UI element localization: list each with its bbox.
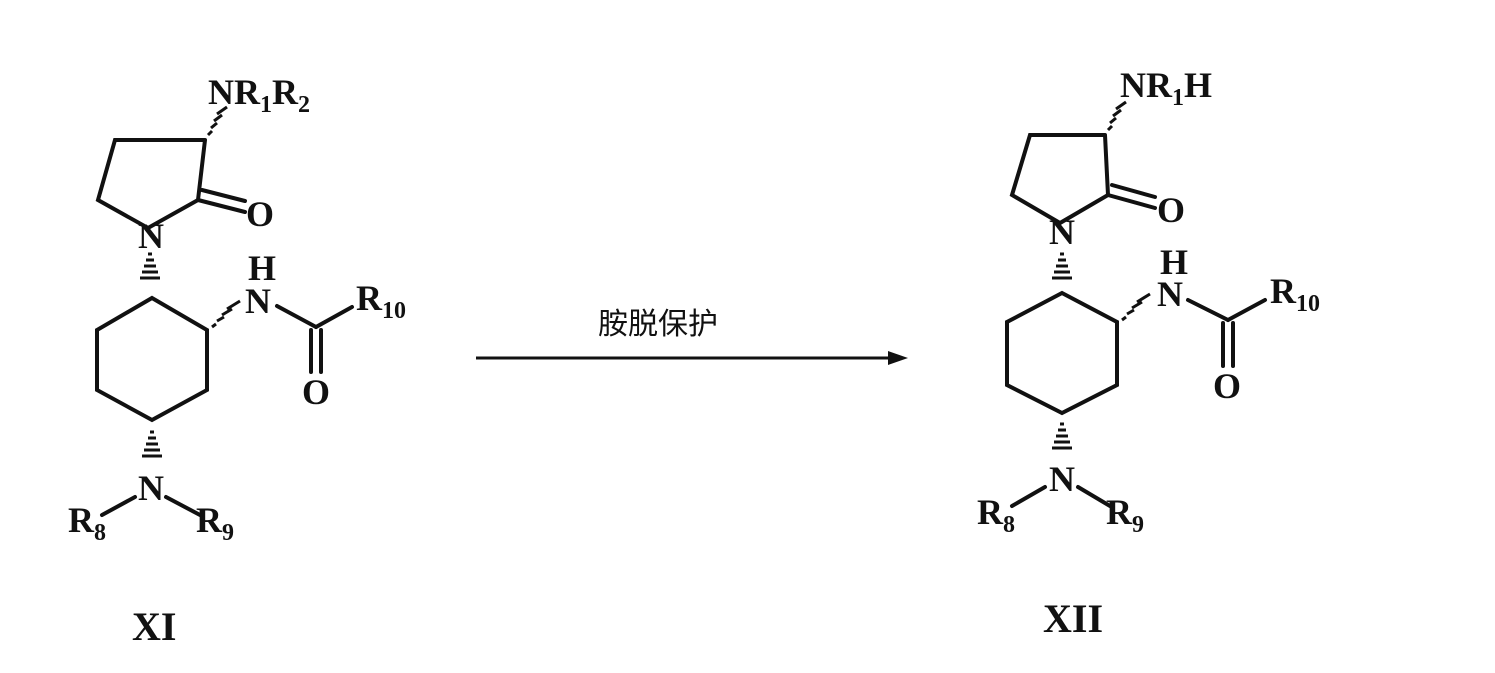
amino-nitrogen: N bbox=[138, 468, 164, 508]
n-r9-bond bbox=[166, 497, 200, 515]
stereo-hash-bond bbox=[1052, 424, 1072, 448]
r9-label: R9 bbox=[1106, 492, 1144, 538]
amine-substituent-label: NR1H bbox=[1120, 65, 1212, 111]
stereo-hash-bond bbox=[1052, 254, 1072, 278]
reactant-structure-xi: NR1R2 N O H N R10 O N R8 R9 XI bbox=[68, 72, 406, 649]
ring-nitrogen: N bbox=[1049, 212, 1075, 252]
r8-label: R8 bbox=[977, 492, 1015, 538]
reaction-condition: 胺脱保护 bbox=[598, 307, 718, 342]
compound-label-xii: XII bbox=[1043, 596, 1103, 641]
pyrrolidinone-ring bbox=[98, 140, 205, 228]
reaction-arrow bbox=[476, 351, 908, 365]
amide-nitrogen: N bbox=[245, 281, 271, 321]
amino-nitrogen: N bbox=[1049, 459, 1075, 499]
stereo-hash-bond bbox=[142, 432, 162, 456]
amide-bond bbox=[1188, 300, 1228, 320]
amide-oxygen: O bbox=[1213, 366, 1241, 406]
r8-label: R8 bbox=[68, 500, 106, 546]
carbonyl-bond bbox=[198, 200, 245, 212]
stereo-hash-bond bbox=[212, 301, 240, 327]
cyclohexane-ring bbox=[1007, 293, 1117, 413]
r10-label: R10 bbox=[356, 278, 406, 324]
r9-label: R9 bbox=[196, 500, 234, 546]
cyclohexane-ring bbox=[97, 298, 207, 420]
carbonyl-oxygen: O bbox=[1157, 190, 1185, 230]
stereo-hash-bond bbox=[140, 254, 160, 278]
amide-bond bbox=[277, 306, 316, 327]
n-r8-bond bbox=[102, 497, 135, 515]
product-structure-xii: NR1H N O H N R10 O N R8 R9 XII bbox=[977, 65, 1320, 641]
stereo-hash-bond bbox=[1122, 294, 1150, 320]
stereo-hash-bond bbox=[1108, 102, 1126, 130]
carbonyl-oxygen: O bbox=[246, 194, 274, 234]
compound-label-xi: XI bbox=[132, 604, 176, 649]
amine-substituent-label: NR1R2 bbox=[208, 72, 310, 118]
n-r8-bond bbox=[1012, 487, 1045, 506]
ring-nitrogen: N bbox=[138, 216, 164, 256]
amide-oxygen: O bbox=[302, 372, 330, 412]
amide-nitrogen: N bbox=[1157, 274, 1183, 314]
pyrrolidinone-ring bbox=[1012, 135, 1108, 223]
r10-label: R10 bbox=[1270, 271, 1320, 317]
